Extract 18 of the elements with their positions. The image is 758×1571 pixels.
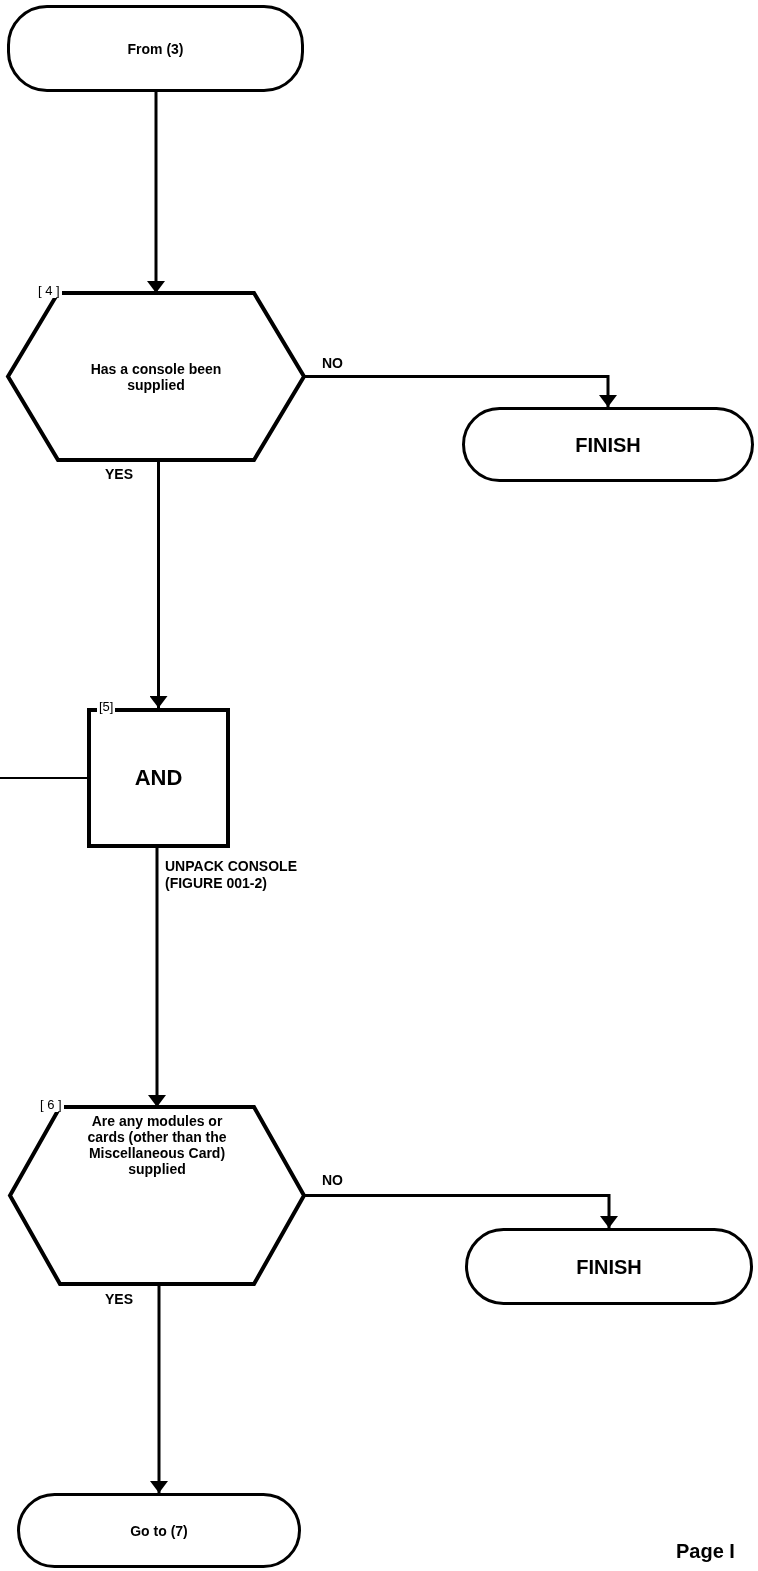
- step-number: [5]: [97, 700, 116, 714]
- step-number: [ 4 ]: [36, 284, 62, 298]
- arrow: [152, 460, 165, 708]
- page-number: Page I: [676, 1540, 735, 1563]
- arrow: [153, 1284, 165, 1493]
- arrow: [304, 375, 614, 407]
- decision-text: Has a console been supplied: [89, 360, 223, 393]
- connector-line: [0, 777, 88, 779]
- node-text: From (3): [127, 40, 184, 57]
- arrow: [150, 92, 162, 293]
- step-number: [ 6 ]: [38, 1098, 64, 1112]
- node-text: FINISH: [575, 433, 641, 456]
- node-text: FINISH: [576, 1255, 642, 1278]
- decision-text: Are any modules or cards (other than the Miscellaneous Card) supplied: [86, 1113, 228, 1177]
- arrow: [304, 1194, 615, 1228]
- node-text: Go to (7): [130, 1522, 188, 1539]
- node-text: AND: [134, 766, 183, 790]
- arrow: [151, 848, 163, 1107]
